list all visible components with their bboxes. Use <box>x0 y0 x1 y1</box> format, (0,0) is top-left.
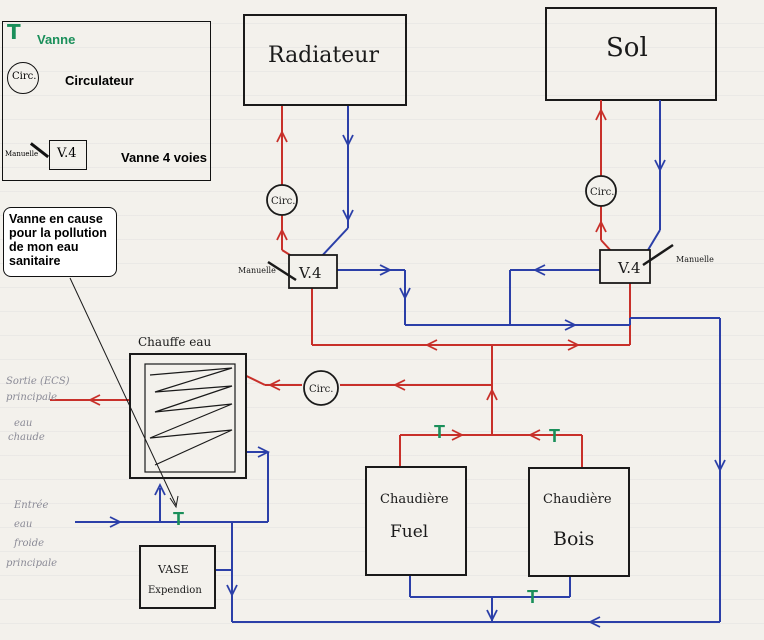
svg-text:Chauffe eau: Chauffe eau <box>138 335 211 349</box>
svg-text:Fuel: Fuel <box>390 522 428 542</box>
cold-arrows <box>109 134 726 628</box>
valve-fuel: T <box>434 422 445 442</box>
legend-box: T Vanne Circ. Circulateur V.4 Manuelle V… <box>2 20 211 181</box>
radiateur-box <box>243 14 407 106</box>
legend-circulateur-label: Circulateur <box>65 73 134 88</box>
svg-text:Chaudière: Chaudière <box>543 492 612 507</box>
legend-vanne-label: Vanne <box>37 32 76 47</box>
legend-circulator-icon: Circ. <box>7 62 39 94</box>
circulator-middle: Circ. <box>303 370 339 406</box>
vase-expansion: VASE Expendion <box>139 545 216 609</box>
v4-valve-right: V.4 Manuelle <box>599 243 714 284</box>
circulator-left: Circ. <box>266 184 298 216</box>
svg-text:eau: eau <box>14 418 32 429</box>
legend-v4-symbol: V.4 <box>57 146 77 161</box>
svg-text:principale: principale <box>6 392 57 403</box>
radiateur-label: Radiateur <box>268 43 379 68</box>
svg-text:Expendion: Expendion <box>148 585 202 596</box>
valve-sanitary: T <box>173 509 184 529</box>
legend-v4-label: Vanne 4 voies <box>121 150 207 165</box>
legend-v4-icon: V.4 <box>49 140 87 170</box>
svg-text:Entrée: Entrée <box>13 500 48 511</box>
svg-text:froide: froide <box>13 538 44 549</box>
v4-valve-left: V.4 Manuelle <box>238 254 338 289</box>
svg-text:eau: eau <box>14 519 32 530</box>
valve-return: T <box>527 587 538 607</box>
svg-text:V.4: V.4 <box>617 259 641 277</box>
legend-circulator-symbol: Circ. <box>12 71 37 82</box>
sol-box <box>545 7 717 101</box>
legend-v4-manual-label: Manuelle <box>5 150 39 158</box>
svg-text:Chaudière: Chaudière <box>380 492 449 507</box>
svg-text:Manuelle: Manuelle <box>238 266 276 275</box>
pollution-callout: Vanne en cause pour la pollution de mon … <box>3 207 117 277</box>
side-notes: Sortie (ECS) principale eau chaude Entré… <box>6 376 70 569</box>
legend-valve-icon: T <box>7 20 21 44</box>
svg-text:Circ.: Circ. <box>590 187 614 198</box>
chaudiere-bois: Chaudière Bois <box>528 467 630 577</box>
chauffe-eau: Chauffe eau <box>129 335 247 479</box>
svg-text:Sortie (ECS): Sortie (ECS) <box>6 376 70 387</box>
svg-text:VASE: VASE <box>157 563 189 576</box>
svg-text:Circ.: Circ. <box>271 196 295 207</box>
svg-text:Circ.: Circ. <box>309 384 333 395</box>
chaudiere-fuel: Chaudière Fuel <box>365 466 467 576</box>
svg-text:V.4: V.4 <box>298 264 322 282</box>
valves: T T T T <box>173 422 560 607</box>
svg-text:Bois: Bois <box>553 528 594 550</box>
svg-text:chaude: chaude <box>8 432 45 443</box>
svg-text:Manuelle: Manuelle <box>676 255 714 264</box>
circulator-right: Circ. <box>585 175 617 207</box>
valve-bois: T <box>549 426 560 446</box>
hot-arrows <box>87 107 607 441</box>
svg-text:principale: principale <box>6 558 57 569</box>
callout-pointer <box>69 277 177 506</box>
sol-label: Sol <box>606 33 648 63</box>
